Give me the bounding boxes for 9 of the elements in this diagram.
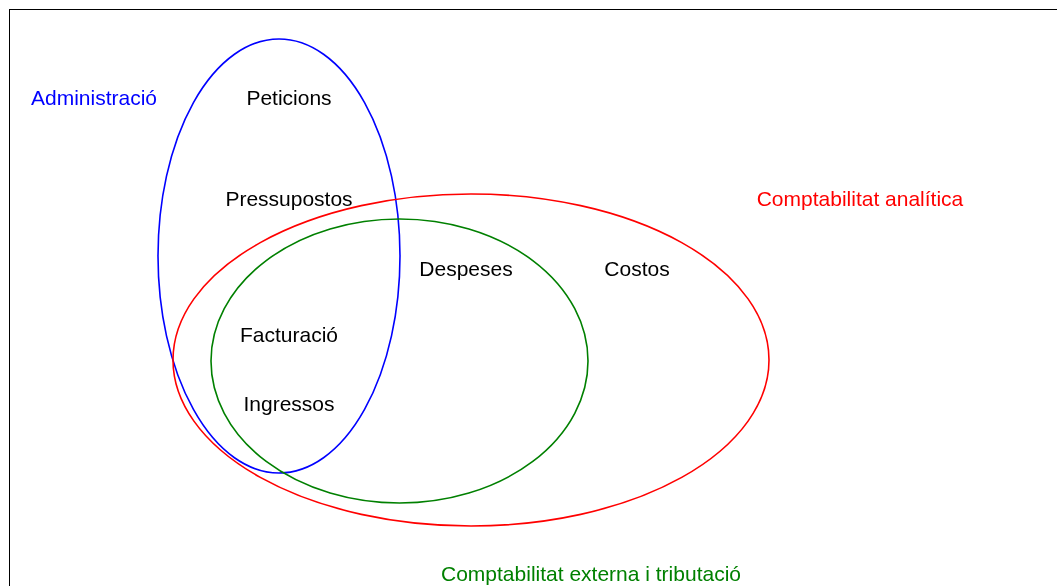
region-label: Ingressos	[243, 392, 335, 416]
region-label: Peticions	[246, 86, 332, 110]
region-label: Despeses	[419, 257, 513, 281]
region-label: Facturació	[240, 323, 338, 347]
set-heading: Comptabilitat externa i tributació	[441, 562, 741, 586]
region-label: Costos	[604, 257, 670, 281]
set-heading: Comptabilitat analítica	[756, 187, 964, 211]
region-label: Pressupostos	[225, 187, 353, 211]
set-heading: Administració	[31, 86, 157, 110]
